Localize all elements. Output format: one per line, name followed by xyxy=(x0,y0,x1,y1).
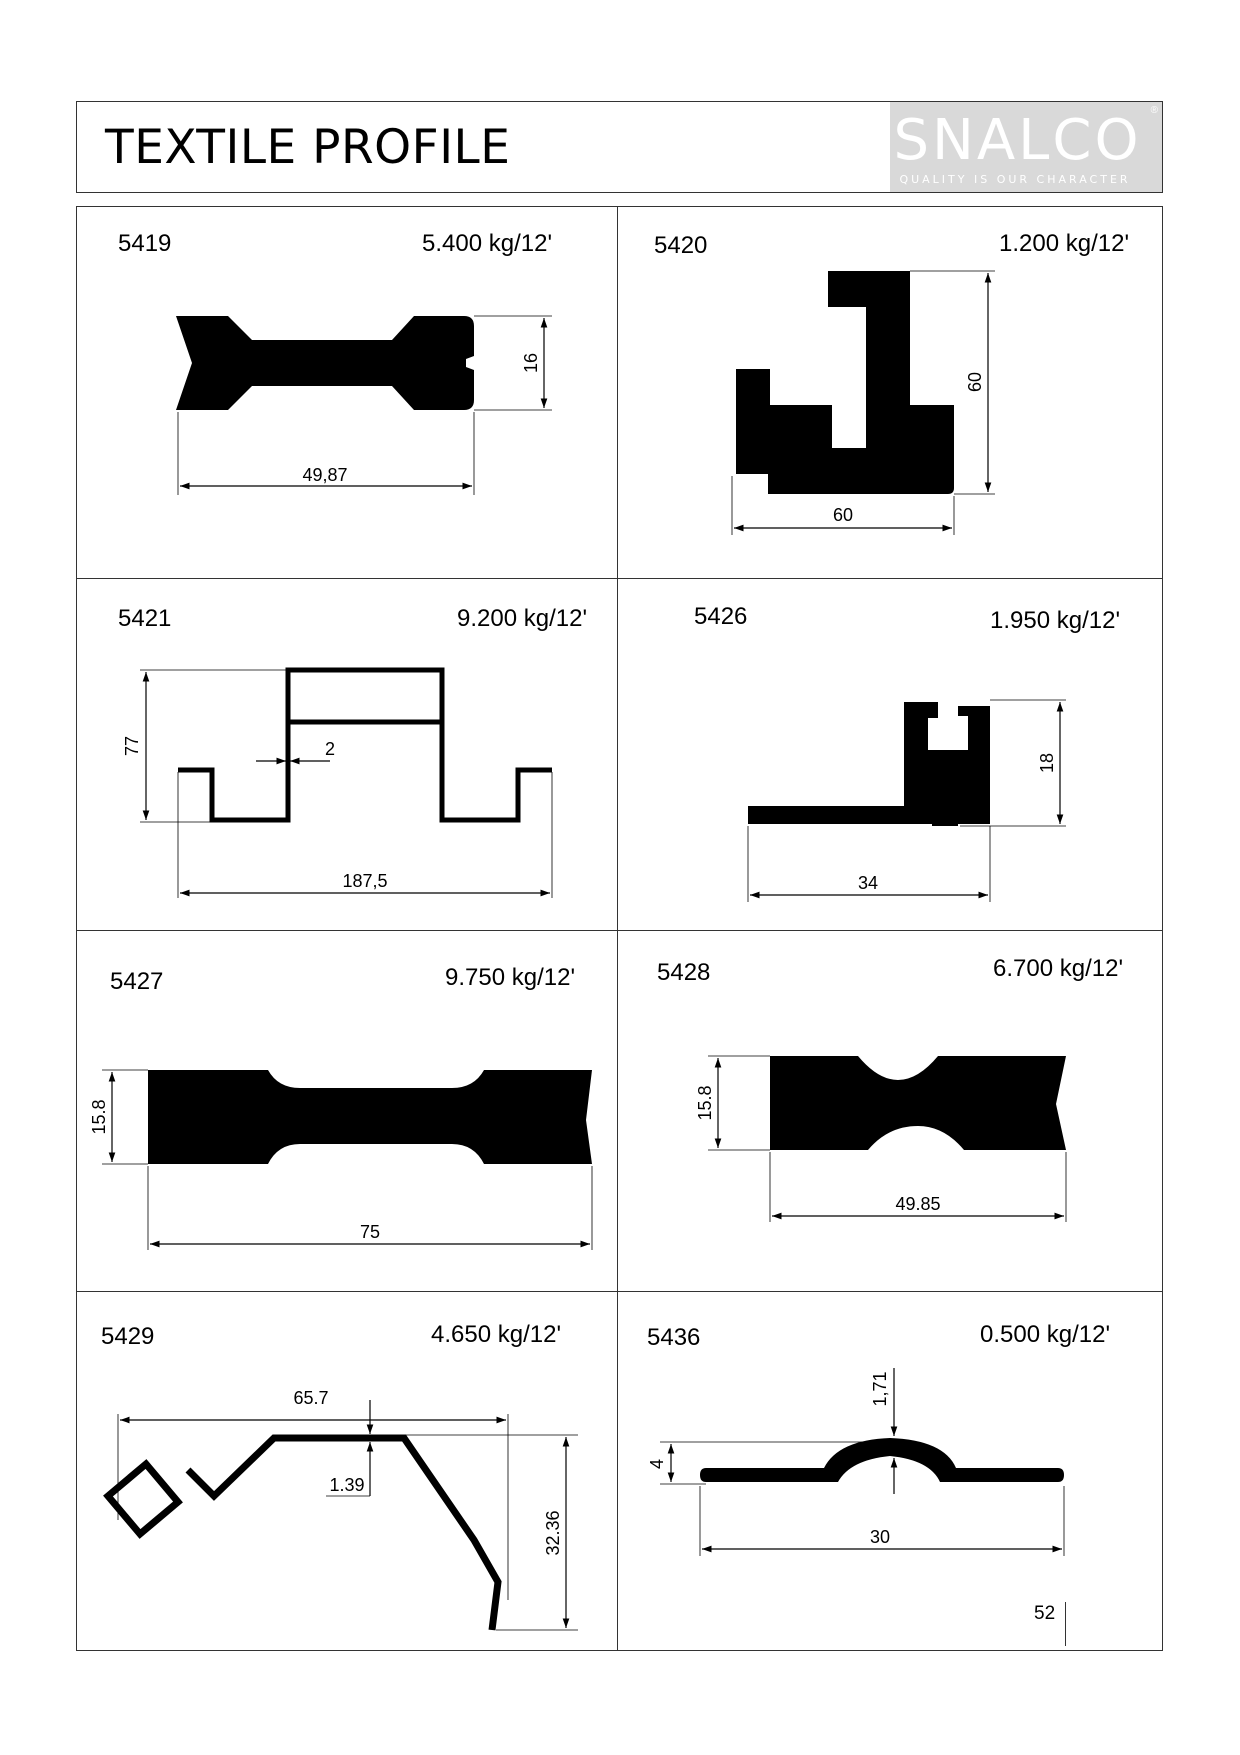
profile-grid: 5419 5.400 kg/12' 5420 1.200 kg/12' 5421… xyxy=(76,206,1163,1651)
dim-5421-wall: 2 xyxy=(325,739,335,759)
dim-5426-width: 34 xyxy=(858,873,878,893)
grid-divider-row-3 xyxy=(77,1291,1162,1292)
dim-5429-width: 65.7 xyxy=(293,1388,328,1408)
profile-shape-5427 xyxy=(102,1069,593,1250)
dim-5428-width: 49.85 xyxy=(895,1194,940,1214)
company-logo: SNALCO QUALITY IS OUR CHARACTER ® xyxy=(890,102,1162,192)
dim-5436-width: 30 xyxy=(870,1527,890,1547)
logo-wordmark: SNALCO xyxy=(893,108,1142,173)
profile-weight-5421: 9.200 kg/12' xyxy=(457,605,588,632)
profile-shape-5420 xyxy=(731,270,995,535)
dim-5436-height: 4 xyxy=(647,1459,667,1469)
page-number-rule xyxy=(1065,1602,1066,1646)
grid-divider-row-1 xyxy=(77,578,1162,579)
profile-weight-5429: 4.650 kg/12' xyxy=(431,1321,562,1348)
dim-5428-height: 15.8 xyxy=(695,1085,715,1120)
profile-weight-5427: 9.750 kg/12' xyxy=(445,964,576,991)
page-header: TEXTILE PROFILE SNALCO QUALITY IS OUR CH… xyxy=(76,101,1163,193)
dim-5421-width: 187,5 xyxy=(342,871,387,891)
dim-5429-height: 32.36 xyxy=(543,1510,563,1555)
profile-code-5428: 5428 xyxy=(657,959,711,986)
profile-shape-5426 xyxy=(747,699,1066,902)
dim-5420-width: 60 xyxy=(833,505,853,525)
logo-tagline: QUALITY IS OUR CHARACTER xyxy=(899,173,1131,186)
profile-code-5426: 5426 xyxy=(694,603,748,630)
profile-shape-5421 xyxy=(140,667,553,898)
profile-weight-5428: 6.700 kg/12' xyxy=(993,955,1124,982)
grid-divider-vertical xyxy=(617,207,618,1650)
grid-divider-row-2 xyxy=(77,930,1162,931)
profile-weight-5426: 1.950 kg/12' xyxy=(990,607,1121,634)
dim-5426-height: 18 xyxy=(1037,753,1057,773)
profile-weight-5436: 0.500 kg/12' xyxy=(980,1321,1111,1348)
profile-code-5436: 5436 xyxy=(647,1324,701,1351)
profile-shape-5429 xyxy=(103,1400,578,1631)
profile-code-5429: 5429 xyxy=(101,1323,155,1350)
profile-code-5427: 5427 xyxy=(110,968,164,995)
profile-shape-5436 xyxy=(660,1368,1065,1556)
dim-5429-wall: 1.39 xyxy=(329,1475,364,1495)
dim-5419-width: 49,87 xyxy=(302,465,347,485)
dim-5436-bulge: 1,71 xyxy=(870,1371,890,1406)
dim-5421-height: 77 xyxy=(122,736,142,756)
profile-shape-5428 xyxy=(708,1055,1067,1222)
profile-weight-5420: 1.200 kg/12' xyxy=(999,230,1130,257)
page-number: 52 xyxy=(1034,1603,1056,1624)
profile-shape-5419 xyxy=(176,315,552,495)
dim-5419-height: 16 xyxy=(521,353,541,373)
profile-code-5420: 5420 xyxy=(654,232,708,259)
dim-5427-height: 15.8 xyxy=(89,1099,109,1134)
profile-weight-5419: 5.400 kg/12' xyxy=(422,230,553,257)
page-title: TEXTILE PROFILE xyxy=(105,120,511,175)
dim-5427-width: 75 xyxy=(360,1222,380,1242)
profile-code-5419: 5419 xyxy=(118,230,172,257)
dim-5420-height: 60 xyxy=(965,372,985,392)
registered-mark: ® xyxy=(1150,105,1158,116)
profile-code-5421: 5421 xyxy=(118,605,172,632)
